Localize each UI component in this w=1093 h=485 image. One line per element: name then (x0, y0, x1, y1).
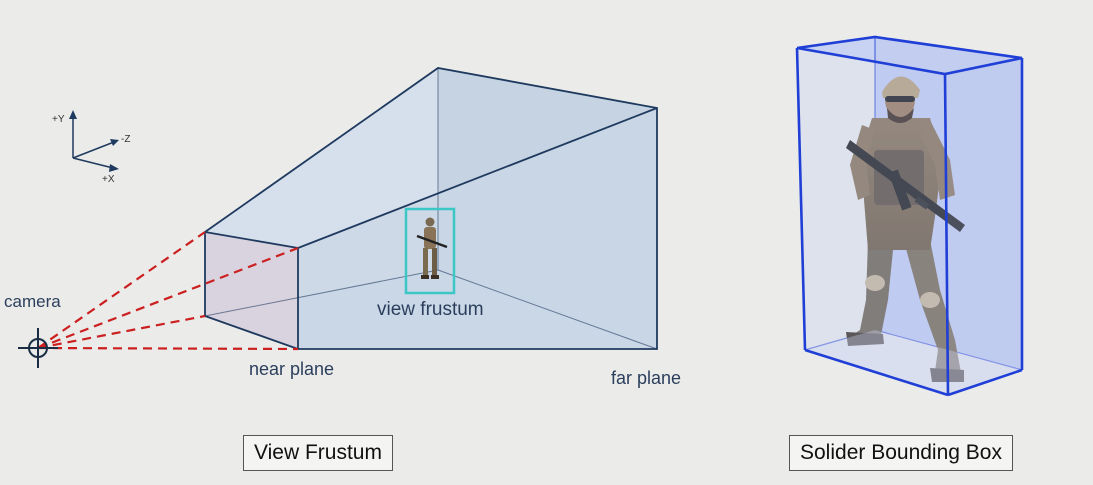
view-frustum-label: view frustum (377, 299, 484, 320)
near-plane-label: near plane (249, 359, 334, 379)
near-plane-face (205, 232, 298, 349)
highlight-box (404, 207, 456, 295)
view-frustum-caption: View Frustum (243, 435, 393, 471)
frustum-right-face (298, 108, 657, 349)
soldier-bounding-box (795, 35, 1024, 397)
camera-rays (37, 231, 299, 351)
axis-x-label: +X (102, 174, 115, 185)
bounding-box-caption: Solider Bounding Box (789, 435, 1013, 471)
camera-label: camera (4, 292, 61, 311)
axis-gizmo-icon: +Y -Z +X (52, 110, 130, 185)
far-plane-label: far plane (611, 368, 681, 388)
soldier-figure-large (846, 76, 965, 382)
axis-y-label: +Y (52, 114, 65, 125)
soldier-figure-small (404, 207, 456, 295)
axis-z-label: -Z (121, 134, 130, 145)
camera-crosshair-icon (18, 328, 58, 368)
view-frustum (204, 67, 658, 350)
